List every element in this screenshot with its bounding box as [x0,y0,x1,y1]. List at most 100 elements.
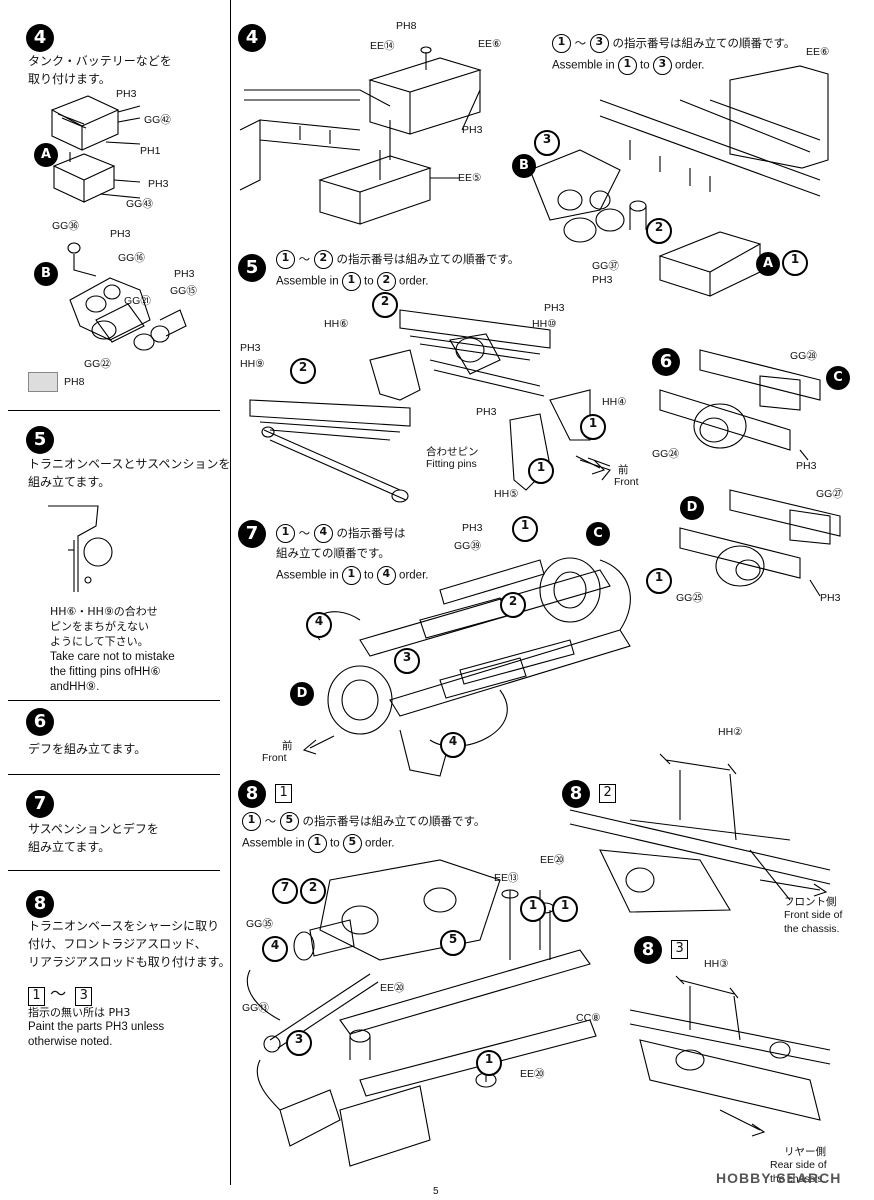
circled-1: 1 [341,566,361,585]
step-8-1-order-en: Assemble in 1 to 5 order. [242,834,394,853]
circled-1-lower: 1 [528,458,554,484]
label-front-en: Front [262,752,287,764]
label-gg43: GG㊸ [126,198,153,210]
step-7-text: サスペンションとデフを 組み立てます。 [28,822,159,854]
circled-3-marker: 3 [286,1030,312,1056]
watermark: HOBBY SEARCH [716,1170,842,1186]
label-ee20-c: EE⑳ [520,1068,545,1080]
circled-1-right: 1 [646,568,672,594]
step-4-chassis-tank-illustration [239,46,482,225]
circled-4-bottom: 4 [440,732,466,758]
separator [8,870,220,871]
step-8-3-sub: 3 [671,940,689,959]
label-fitting-pins-en: Fitting pins [426,458,477,470]
step-8-text: トラニオンベースをシャーシに取り 付け、フロントラジアスロッド、 リアラジアスロ… [28,919,231,969]
circled-3-marker: 3 [394,648,420,674]
label-gg25: GG㉕ [676,592,703,604]
order-text-ja: の指示番号は組み立ての順番です。 [336,252,520,266]
label-gg13: GG⑬ [242,1002,269,1014]
step-4-text: タンク・バッテリーなどを 取り付けます。 [28,54,172,86]
label-rear-side-en: Rear side of the chassis. [770,1159,827,1185]
order-post: order. [399,569,429,582]
label-ph3-b: PH3 [240,342,261,354]
label-ph1: PH1 [140,145,161,157]
marker-c: C [826,366,850,390]
step-5-text: トラニオンベースとサスペンションを 組み立てます。 [28,457,231,489]
label-ph3-c: PH3 [476,406,497,418]
circled-4: 4 [313,524,333,543]
label-hh6: HH⑥ [324,318,349,330]
label-gg24: GG㉔ [652,448,679,460]
step-6-differential-illustration [659,349,841,597]
circled-1: 1 [242,812,261,831]
step-5-order-ja: 1 ～ 2 の指示番号は組み立ての順番です。 [276,250,519,269]
step-5-order-en: Assemble in 1 to 2 order. [276,272,428,291]
separator [8,700,220,701]
tank-battery-illustration [50,95,141,203]
order-mid: to [364,569,374,582]
step-8-3-header: 8 3 [634,936,689,964]
label-hh4: HH④ [602,396,627,408]
range-sep: ～ [50,984,67,1003]
step-7-order-ja: 1 ～ 4 の指示番号は [276,524,405,543]
step-8-3-badge: 8 [634,936,662,964]
separator [8,410,220,411]
label-cc8: CC⑧ [576,1012,601,1024]
step-5-badge: 5 [26,426,54,454]
circled-3: 3 [589,34,609,53]
step-7-right-badge: 7 [238,520,266,548]
circled-1: 1 [276,250,295,269]
step-4-badge: 4 [26,24,54,52]
circled-1: 1 [341,272,361,291]
label-ee20-a: EE⑳ [540,854,565,866]
order-mid: to [640,59,650,72]
circled-1-right: 1 [580,414,606,440]
trunnion-b-illustration [67,242,187,351]
circled-2-lower: 2 [290,358,316,384]
label-hh10: HH⑩ [532,318,557,330]
label-gg42: GG㊷ [144,114,171,126]
marker-b: B [512,154,536,178]
circled-5: 5 [279,812,299,831]
step-8-2-badge: 8 [562,780,590,808]
step-8-note-en: Paint the parts PH3 unless otherwise not… [28,1021,165,1048]
range-to: 3 [75,987,93,1006]
order-text-ja: の指示番号は組み立ての順番です。 [302,814,486,828]
order-text-ja: の指示番号は組み立ての順番です。 [612,36,796,50]
circled-2-upper: 2 [372,292,398,318]
step-7-order-en: Assemble in 1 to 4 order. [276,566,428,585]
label-gg27: GG㉗ [816,488,843,500]
step-8-range: 1 ～ 3 [28,980,93,1006]
label-ph3-d: PH3 [174,268,195,280]
label-gg36: GG㊱ [52,220,79,232]
label-ph3: PH3 [462,522,483,534]
circled-4: 4 [376,566,396,585]
label-hh5: HH⑤ [494,488,519,500]
label-ph3-a: PH3 [796,460,817,472]
label-ph8: PH8 [396,20,417,32]
label-ph3-b: PH3 [592,274,613,286]
label-rear-side-ja: リヤー側 [784,1146,826,1158]
circled-4-left: 4 [306,612,332,638]
label-fitting-pins-ja: 合わせピン [426,446,479,458]
page-number: 5 [433,1186,439,1197]
step-8-2-radius-rod-illustration [569,753,831,913]
label-front-en: Front [614,476,639,488]
marker-a: A [756,252,780,276]
fitting-pin-illustration [48,505,113,592]
label-ee6: EE⑥ [478,38,502,50]
step-8-1-order-ja: 1 ～ 5 の指示番号は組み立ての順番です。 [242,812,485,831]
front-arrow-icon [575,455,606,475]
circled-1-b: 1 [552,896,578,922]
step-8-1-chassis-illustration [246,859,597,1167]
paint-swatch [28,372,58,392]
circled-2-marker: 2 [300,878,326,904]
label-gg28: GG㉘ [790,350,817,362]
step-6-right-badge: 6 [652,348,680,376]
order-pre: Assemble in [242,837,305,850]
step-6-text: デフを組み立てます。 [28,742,147,756]
order-post: order. [675,59,705,72]
label-hh9: HH⑨ [240,358,265,370]
circled-2-marker: 2 [500,592,526,618]
step-5-suspension-illustration [249,309,611,503]
